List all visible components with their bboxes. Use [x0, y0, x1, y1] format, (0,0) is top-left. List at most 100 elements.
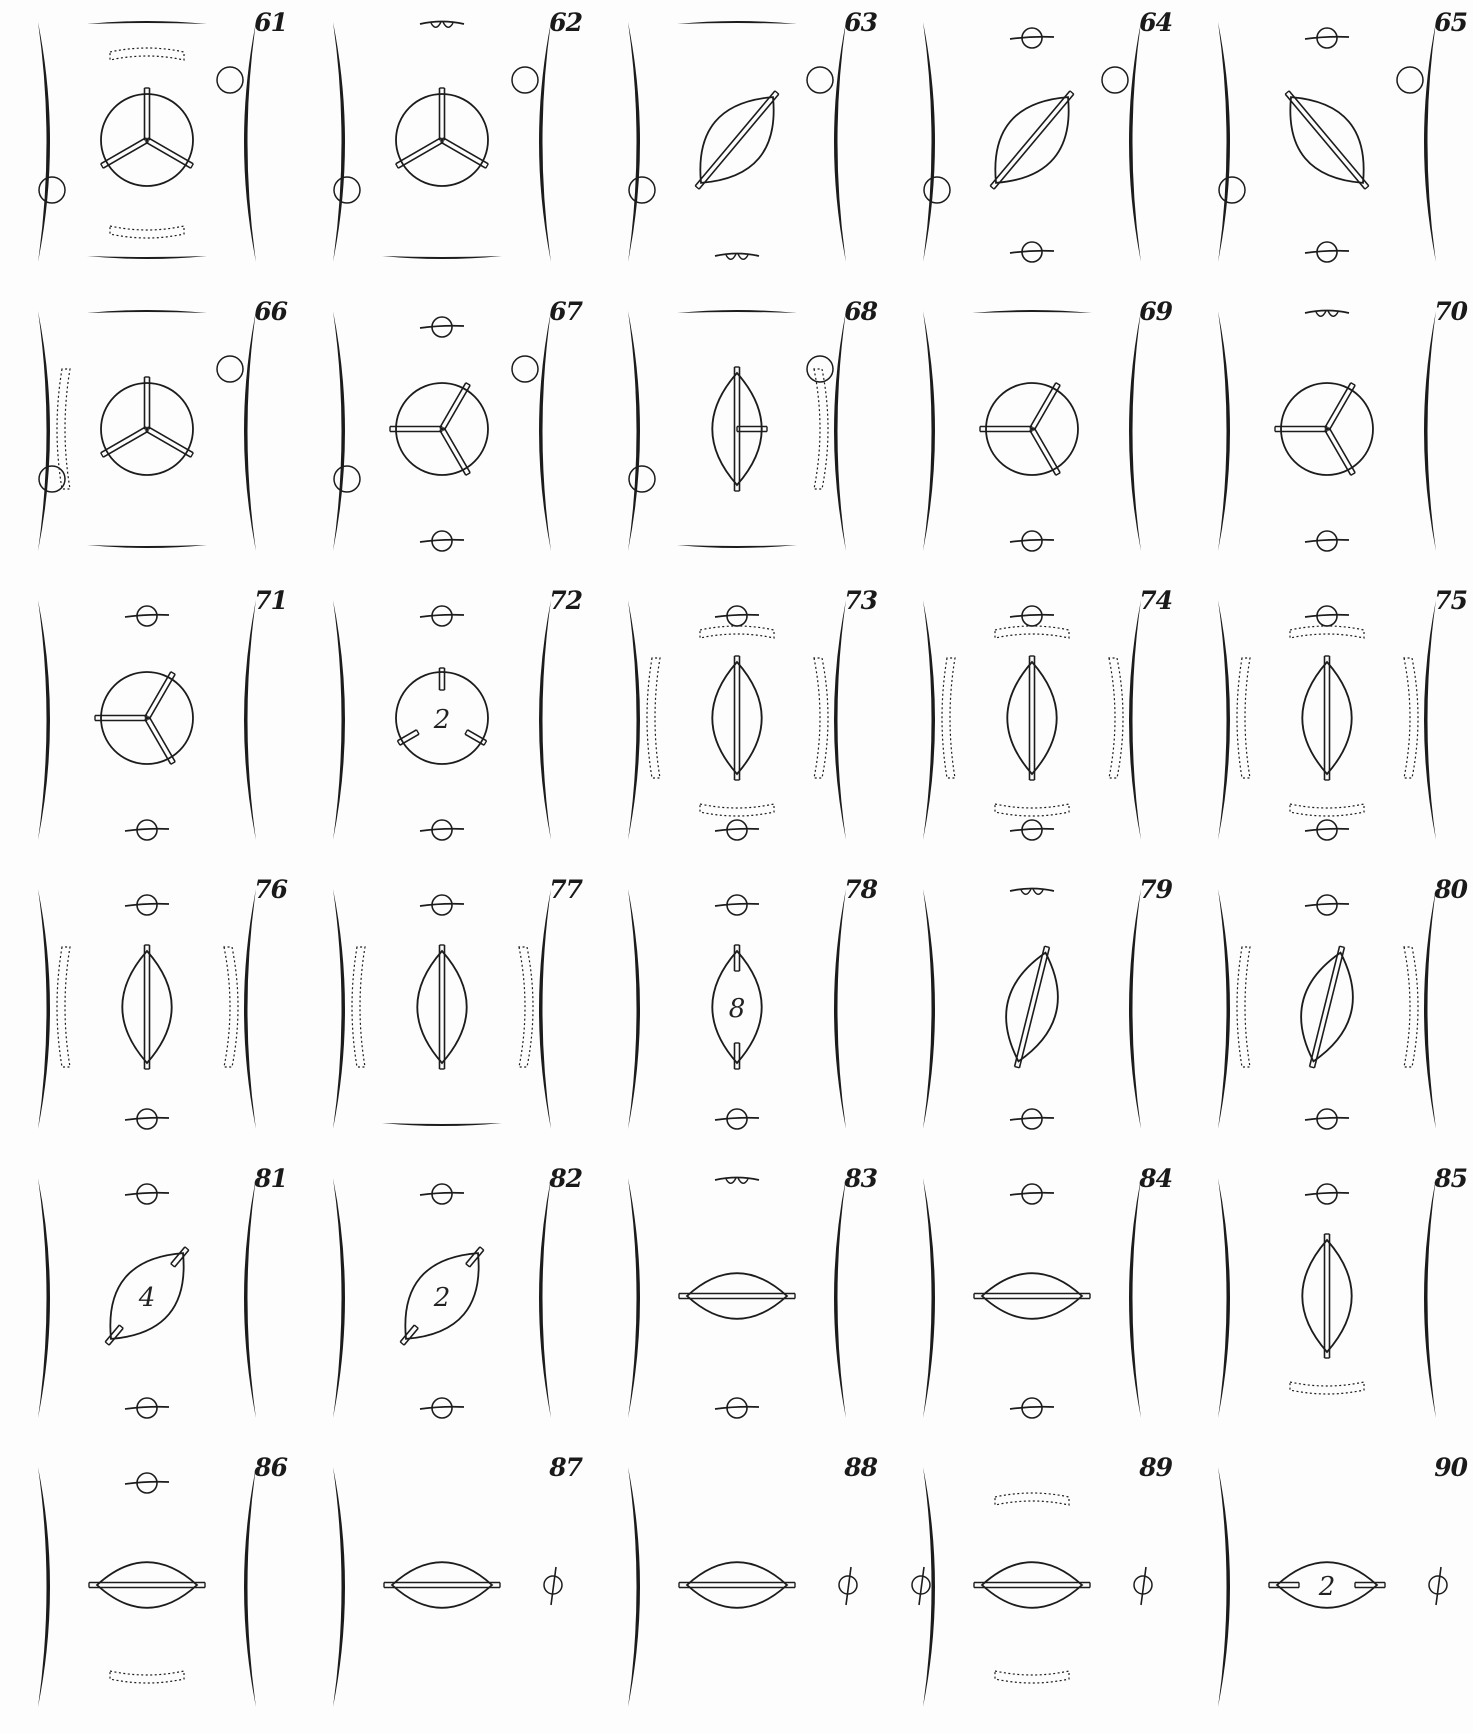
central-lens — [687, 1562, 787, 1608]
center-label: 2 — [433, 1283, 451, 1313]
spindle-fiber — [171, 1247, 189, 1267]
spindle-fiber — [466, 1247, 484, 1267]
top-pole-marker — [420, 606, 464, 626]
dotted-plate-top — [995, 626, 1069, 638]
left-bracket — [1218, 1467, 1230, 1707]
figure-number: 86 — [254, 1453, 287, 1482]
top-eyebrow-marker — [1010, 889, 1054, 895]
panel-drawing — [885, 289, 1180, 578]
figure-number: 63 — [844, 8, 877, 37]
spindle-fiber — [679, 1583, 795, 1588]
small-ring — [512, 356, 538, 382]
panel-drawing: 4 — [0, 1156, 295, 1445]
panel-drawing — [0, 578, 295, 867]
figure-number: 61 — [254, 8, 287, 37]
bottom-pole-marker — [1010, 1109, 1054, 1129]
dotted-plate-right — [224, 947, 238, 1067]
figure-panel: 2 82 — [295, 1156, 590, 1445]
top-pole-marker — [125, 1184, 169, 1204]
spindle-fiber — [145, 945, 150, 1069]
bottom-pole-marker — [715, 1398, 759, 1418]
dotted-plate-top — [110, 48, 184, 60]
right-bracket — [834, 22, 846, 262]
figure-panel: 76 — [0, 867, 295, 1156]
central-lens — [417, 951, 466, 1063]
bottom-pole-marker — [1305, 531, 1349, 551]
figure-number: 69 — [1139, 297, 1172, 326]
bottom-arc — [677, 545, 797, 548]
spindle-fiber — [735, 945, 740, 971]
figure-panel: 65 — [1180, 0, 1473, 289]
panel-drawing — [590, 289, 885, 578]
bottom-pole-marker — [1305, 242, 1349, 262]
right-bracket — [539, 311, 551, 551]
central-lens — [1302, 662, 1351, 774]
dotted-plate-right — [1404, 658, 1418, 778]
left-bracket — [628, 600, 640, 840]
right-bracket — [1424, 600, 1436, 840]
right-bracket — [1424, 311, 1436, 551]
spindle-fiber — [440, 945, 445, 1069]
spindle-fiber — [1269, 1583, 1299, 1588]
figure-number: 75 — [1434, 586, 1467, 615]
central-lens — [687, 1273, 787, 1319]
figure-panel: 75 — [1180, 578, 1473, 867]
figure-panel: 63 — [590, 0, 885, 289]
right-bracket — [1424, 22, 1436, 262]
central-lens — [974, 79, 1090, 201]
pole-marker — [1134, 1567, 1152, 1605]
right-bracket — [244, 600, 256, 840]
panel-drawing — [0, 1445, 295, 1734]
figure-panel: 290 — [1180, 1445, 1473, 1734]
bottom-pole-marker — [420, 531, 464, 551]
right-bracket — [1424, 889, 1436, 1129]
left-bracket — [923, 311, 935, 551]
spindle-fiber — [390, 427, 442, 432]
spindle-fiber — [1355, 1583, 1385, 1588]
left-bracket — [38, 1178, 50, 1418]
dotted-plate-bottom — [1290, 1382, 1364, 1394]
spindle-fiber — [974, 1294, 1090, 1299]
top-pole-marker — [1305, 895, 1349, 915]
figure-number: 89 — [1139, 1453, 1172, 1482]
top-arc — [972, 310, 1092, 313]
small-ring — [217, 356, 243, 382]
figure-number: 80 — [1434, 875, 1467, 904]
bottom-pole-marker — [1305, 1109, 1349, 1129]
spindle-fiber — [400, 1325, 418, 1345]
spindle-fiber — [679, 1294, 795, 1299]
right-bracket — [244, 1467, 256, 1707]
pole-marker — [839, 1567, 857, 1605]
dotted-plate-bottom — [110, 1671, 184, 1683]
spindle-fiber — [440, 88, 445, 140]
left-bracket — [628, 889, 640, 1129]
bottom-pole-marker — [1010, 820, 1054, 840]
central-lens — [1289, 947, 1364, 1068]
right-bracket — [1129, 1178, 1141, 1418]
figure-panel: 77 — [295, 867, 590, 1156]
top-pole-marker — [420, 895, 464, 915]
figure-panel: 67 — [295, 289, 590, 578]
right-bracket — [1129, 600, 1141, 840]
figure-panel: 83 — [590, 1156, 885, 1445]
panel-drawing — [1180, 1156, 1473, 1445]
small-ring — [39, 177, 65, 203]
panel-drawing — [590, 578, 885, 867]
figure-number: 82 — [549, 1164, 582, 1193]
top-pole-marker — [125, 606, 169, 626]
right-bracket — [834, 600, 846, 840]
figure-panel: 87 — [295, 1445, 590, 1734]
left-bracket — [38, 311, 50, 551]
left-bracket — [38, 1467, 50, 1707]
central-lens — [982, 1273, 1082, 1319]
pole-marker — [544, 1567, 562, 1605]
small-ring — [217, 67, 243, 93]
figure-panel: 86 — [0, 1445, 295, 1734]
top-pole-marker — [125, 895, 169, 915]
top-pole-marker — [1305, 28, 1349, 48]
panel-drawing — [885, 0, 1180, 289]
figure-panel: 71 — [0, 578, 295, 867]
left-bracket — [923, 1178, 935, 1418]
spindle-fiber — [980, 427, 1032, 432]
